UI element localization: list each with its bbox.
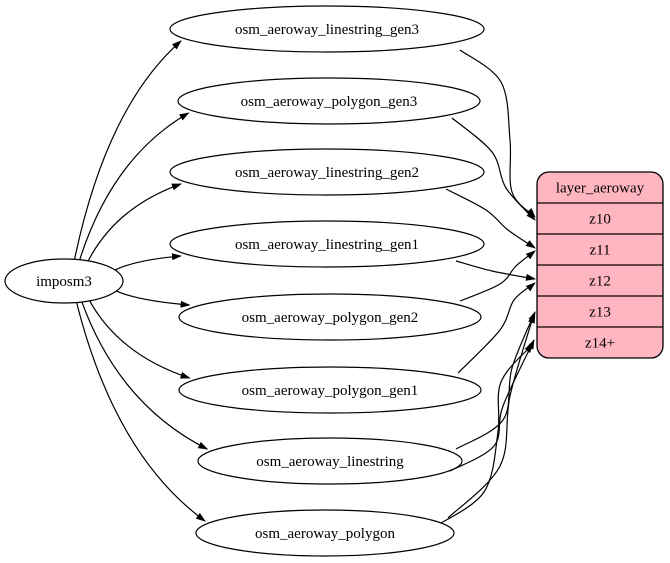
record-row-z13: z13 [589, 305, 611, 321]
node-label-osm_aeroway_linestring_gen2: osm_aeroway_linestring_gen2 [235, 165, 419, 181]
record-row-z14: z14+ [585, 336, 615, 352]
node-label-imposm3: imposm3 [36, 274, 92, 290]
node-ellipse-osm_aeroway_polygon_gen3 [177, 77, 481, 125]
node-ellipse-osm_aeroway_polygon [195, 509, 455, 557]
node-osm_aeroway_polygon_gen1: osm_aeroway_polygon_gen1 [178, 366, 482, 414]
record-title: layer_aeroway [556, 181, 645, 197]
node-label-osm_aeroway_linestring: osm_aeroway_linestring [256, 454, 404, 470]
record-row-z11: z11 [589, 243, 610, 259]
node-osm_aeroway_polygon_gen3: osm_aeroway_polygon_gen3 [177, 77, 481, 125]
edge-imposm3-to-osm_aeroway_linestring [81, 301, 209, 450]
edge-osm_aeroway_linestring_gen1-to-z12 [455, 260, 536, 281]
node-label-osm_aeroway_polygon_gen3: osm_aeroway_polygon_gen3 [241, 94, 418, 110]
node-ellipse-osm_aeroway_polygon_gen1 [178, 366, 482, 414]
node-label-osm_aeroway_linestring_gen3: osm_aeroway_linestring_gen3 [235, 22, 419, 38]
edge-imposm3-to-osm_aeroway_polygon_gen3 [79, 112, 190, 260]
edge-osm_aeroway_polygon-to-z13 [447, 313, 535, 519]
node-ellipse-osm_aeroway_linestring_gen1 [169, 220, 485, 268]
node-ellipse-osm_aeroway_linestring_gen2 [169, 148, 485, 196]
node-layer_aeroway: layer_aeroway z10 z11 z12 z13 z14+ [536, 171, 664, 359]
node-ellipse-osm_aeroway_polygon_gen2 [178, 293, 482, 341]
edge-imposm3-to-osm_aeroway_linestring_gen1 [114, 253, 182, 271]
node-label-osm_aeroway_polygon_gen2: osm_aeroway_polygon_gen2 [242, 310, 419, 326]
node-osm_aeroway_linestring_gen3: osm_aeroway_linestring_gen3 [169, 5, 485, 53]
node-osm_aeroway_polygon_gen2: osm_aeroway_polygon_gen2 [178, 293, 482, 341]
edge-imposm3-to-osm_aeroway_linestring_gen3 [73, 40, 182, 260]
edge-osm_aeroway_polygon_gen3-to-z10 [451, 117, 536, 221]
edge-osm_aeroway_linestring-to-z14 [449, 339, 535, 472]
node-ellipse-osm_aeroway_linestring_gen3 [169, 5, 485, 53]
edge-imposm3-to-osm_aeroway_linestring_gen2 [87, 183, 182, 262]
edge-osm_aeroway_linestring-to-z13 [455, 311, 536, 450]
node-osm_aeroway_polygon: osm_aeroway_polygon [195, 509, 455, 557]
edge-osm_aeroway_linestring_gen2-to-z11 [445, 188, 536, 249]
node-osm_aeroway_linestring_gen2: osm_aeroway_linestring_gen2 [169, 148, 485, 196]
node-ellipse-osm_aeroway_linestring [197, 437, 463, 485]
edge-osm_aeroway_polygon-to-z14 [435, 343, 534, 527]
node-label-osm_aeroway_linestring_gen1: osm_aeroway_linestring_gen1 [235, 237, 419, 253]
edge-imposm3-to-osm_aeroway_polygon [76, 302, 206, 522]
node-ellipse-imposm3 [4, 258, 124, 304]
node-label-osm_aeroway_polygon: osm_aeroway_polygon [255, 526, 395, 542]
edge-imposm3-to-osm_aeroway_polygon_gen2 [116, 290, 191, 308]
edge-osm_aeroway_polygon_gen1-to-z12 [457, 282, 536, 374]
edge-imposm3-to-osm_aeroway_polygon_gen1 [89, 300, 191, 379]
node-osm_aeroway_linestring: osm_aeroway_linestring [197, 437, 463, 485]
record-row-z12: z12 [589, 274, 611, 290]
node-imposm3: imposm3 [4, 258, 124, 304]
node-label-osm_aeroway_polygon_gen1: osm_aeroway_polygon_gen1 [242, 383, 419, 399]
record-row-z10: z10 [589, 212, 611, 228]
node-osm_aeroway_linestring_gen1: osm_aeroway_linestring_gen1 [169, 220, 485, 268]
